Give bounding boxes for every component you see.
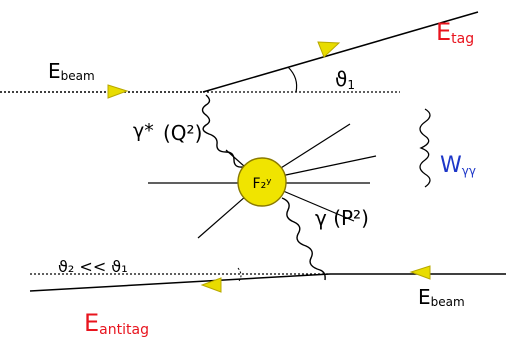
gamma-p2-label: γ (P²) xyxy=(315,206,369,230)
theta2-arc xyxy=(237,267,242,283)
f2-gamma-blob xyxy=(237,157,287,207)
w-brace xyxy=(419,108,431,188)
w-label: Wγγ xyxy=(440,153,476,178)
e-tag-label: Etag xyxy=(436,18,474,47)
q2-label: (Q²) xyxy=(163,121,202,145)
theta1-arc xyxy=(287,66,298,93)
tagged-electron-line xyxy=(202,11,479,93)
e-antitag-label: Eantitag xyxy=(84,309,149,338)
tag-arrow xyxy=(317,41,341,58)
beam-top-arrow xyxy=(107,84,129,99)
antitag-arrow xyxy=(200,277,222,293)
f2-gamma-label: F₂ʸ xyxy=(253,176,272,192)
theta1-label: ϑ1 xyxy=(335,67,355,92)
e-beam-top-label: Ebeam xyxy=(48,59,95,83)
antitag-electron-line xyxy=(29,273,331,292)
theta-relation-label: ϑ₂ << ϑ₁ xyxy=(58,257,128,276)
e-beam-bottom-label: Ebeam xyxy=(418,285,465,309)
real-photon-line xyxy=(281,197,326,281)
beam-bottom-arrow xyxy=(409,265,431,280)
gamma-star-label: γ* xyxy=(133,120,154,142)
